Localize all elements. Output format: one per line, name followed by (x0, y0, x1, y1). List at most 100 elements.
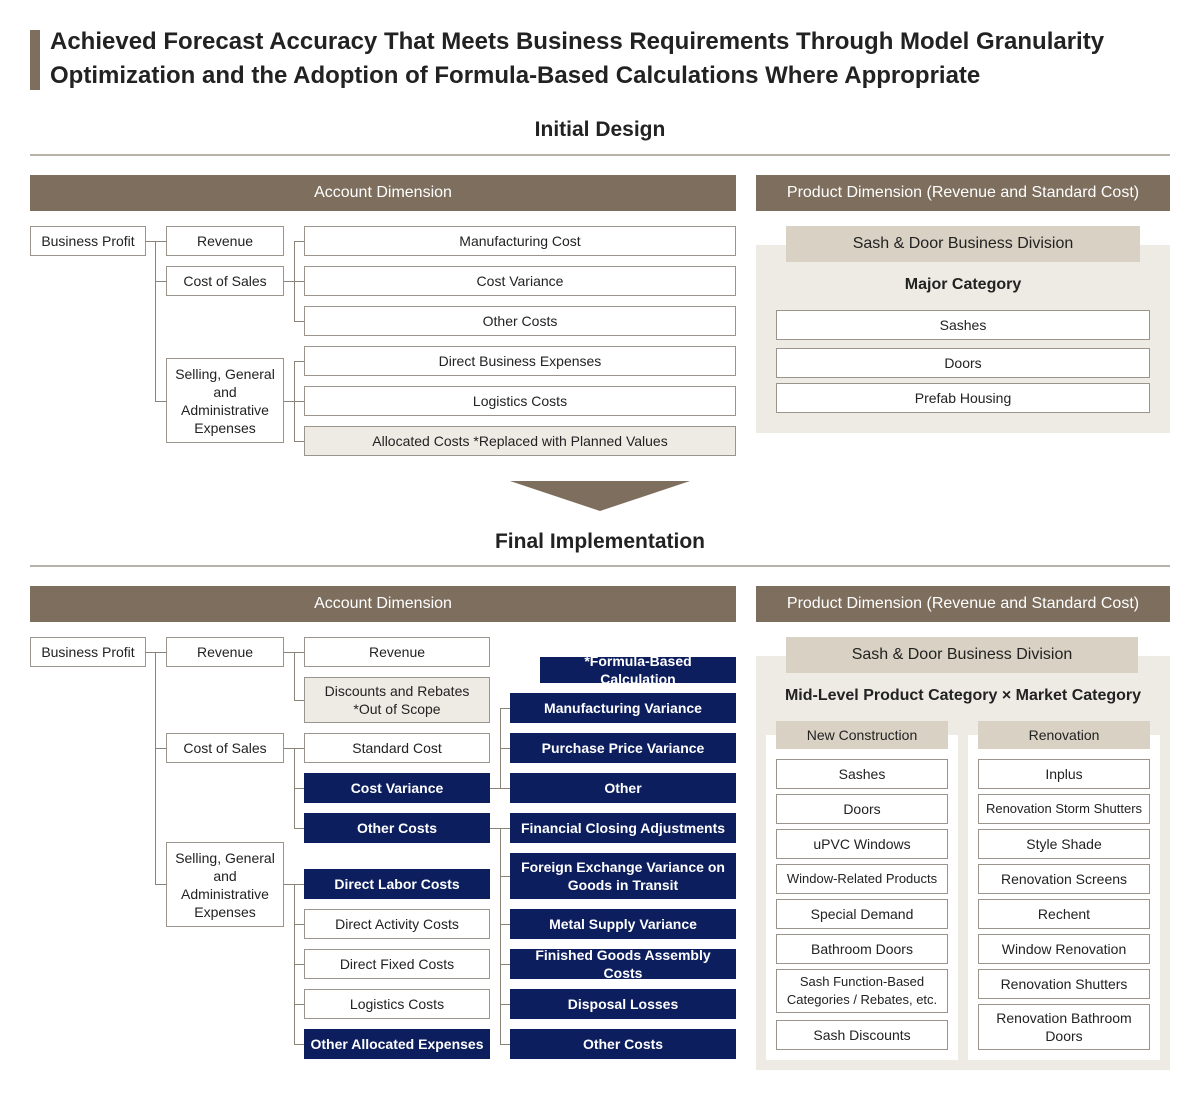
connector (500, 708, 510, 709)
new-construction-item: Doors (776, 794, 948, 824)
connector (500, 1044, 510, 1045)
connector (500, 748, 510, 749)
renovation-item: Rechent (978, 899, 1150, 929)
initial-account-dimension-header: Account Dimension (30, 175, 736, 211)
connector (294, 241, 304, 242)
new-construction-item: Sashes (776, 759, 948, 789)
connector (500, 876, 510, 877)
initial-direct-business-expenses: Direct Business Expenses (304, 346, 736, 376)
renovation-item: Renovation Storm Shutters (978, 794, 1150, 824)
formula-other-costs: Other Costs (510, 1029, 736, 1059)
connector (146, 652, 166, 653)
final-direct-activity-costs: Direct Activity Costs (304, 909, 490, 939)
disposal-losses: Disposal Losses (510, 989, 736, 1019)
initial-divider (30, 154, 1170, 156)
connector (294, 924, 304, 925)
final-other-costs: Other Costs (304, 813, 490, 843)
initial-category-prefab-housing: Prefab Housing (776, 383, 1150, 413)
initial-sga: Selling, General and Administrative Expe… (166, 358, 284, 443)
connector (500, 924, 510, 925)
new-construction-item: Special Demand (776, 899, 948, 929)
initial-category-sashes: Sashes (776, 310, 1150, 340)
initial-design-title: Initial Design (534, 118, 666, 141)
final-discounts-rebates: Discounts and Rebates *Out of Scope (304, 677, 490, 723)
final-product-dimension-header: Product Dimension (Revenue and Standard … (756, 586, 1170, 622)
connector (294, 241, 295, 321)
cost-variance-other: Other (510, 773, 736, 803)
connector (155, 748, 166, 749)
connector (294, 321, 304, 322)
finished-goods-assembly-costs: Finished Goods Assembly Costs (510, 947, 736, 981)
final-divider (30, 565, 1170, 567)
initial-other-costs: Other Costs (304, 306, 736, 336)
connector (294, 652, 295, 700)
initial-category-doors: Doors (776, 348, 1150, 378)
connector (294, 361, 295, 441)
final-sga: Selling, General and Administrative Expe… (166, 842, 284, 927)
connector (294, 828, 304, 829)
initial-logistics-costs: Logistics Costs (304, 386, 736, 416)
final-cost-of-sales: Cost of Sales (166, 733, 284, 763)
connector (294, 700, 304, 701)
renovation-item: Renovation Screens (978, 864, 1150, 894)
connector (155, 401, 166, 402)
final-logistics-costs: Logistics Costs (304, 989, 490, 1019)
new-construction-tab: New Construction (776, 721, 948, 749)
connector (500, 1004, 510, 1005)
final-division-tab: Sash & Door Business Division (786, 637, 1138, 673)
renovation-item: Inplus (978, 759, 1150, 789)
renovation-item: Renovation Shutters (978, 969, 1150, 999)
renovation-item: Style Shade (978, 829, 1150, 859)
foreign-exchange-variance: Foreign Exchange Variance on Goods in Tr… (510, 853, 736, 899)
initial-cost-of-sales: Cost of Sales (166, 266, 284, 296)
final-implementation-title: Final Implementation (494, 530, 706, 553)
initial-business-profit: Business Profit (30, 226, 146, 256)
connector (146, 241, 166, 242)
page-title-line-1: Achieved Forecast Accuracy That Meets Bu… (50, 28, 1105, 55)
new-construction-item: Bathroom Doors (776, 934, 948, 964)
connector (294, 441, 304, 442)
new-construction-item: Window-Related Products (776, 864, 948, 894)
final-direct-fixed-costs: Direct Fixed Costs (304, 949, 490, 979)
connector (155, 652, 156, 884)
renovation-item: Renovation Bathroom Doors (978, 1004, 1150, 1050)
final-account-dimension-header: Account Dimension (30, 586, 736, 622)
connector (294, 1044, 304, 1045)
page-title-line-2: Optimization and the Adoption of Formula… (50, 62, 981, 89)
title-accent-bar (30, 30, 40, 90)
connector (294, 361, 304, 362)
financial-closing-adjustments: Financial Closing Adjustments (510, 813, 736, 843)
renovation-tab: Renovation (978, 721, 1150, 749)
mid-level-category-label: Mid-Level Product Category × Market Cate… (784, 687, 1142, 704)
connector (294, 964, 304, 965)
initial-manufacturing-cost: Manufacturing Cost (304, 226, 736, 256)
connector (155, 884, 166, 885)
final-standard-cost: Standard Cost (304, 733, 490, 763)
purchase-price-variance: Purchase Price Variance (510, 733, 736, 763)
initial-major-category-label: Major Category (904, 276, 1022, 293)
initial-product-dimension-header: Product Dimension (Revenue and Standard … (756, 175, 1170, 211)
final-business-profit: Business Profit (30, 637, 146, 667)
final-other-allocated-expenses: Other Allocated Expenses (304, 1029, 490, 1059)
renovation-item: Window Renovation (978, 934, 1150, 964)
new-construction-item: Sash Function-Based Categories / Rebates… (776, 969, 948, 1013)
connector (294, 788, 304, 789)
final-revenue-detail: Revenue (304, 637, 490, 667)
final-direct-labor-costs: Direct Labor Costs (304, 869, 490, 899)
final-cost-variance: Cost Variance (304, 773, 490, 803)
connector (490, 788, 510, 789)
connector (155, 281, 166, 282)
initial-cost-variance: Cost Variance (304, 266, 736, 296)
connector (500, 964, 510, 965)
connector (155, 241, 156, 401)
final-revenue: Revenue (166, 637, 284, 667)
formula-based-calculation-label: *Formula-Based Calculation (540, 653, 736, 687)
manufacturing-variance: Manufacturing Variance (510, 693, 736, 723)
metal-supply-variance: Metal Supply Variance (510, 909, 736, 939)
initial-revenue: Revenue (166, 226, 284, 256)
new-construction-item: uPVC Windows (776, 829, 948, 859)
initial-division-tab: Sash & Door Business Division (786, 226, 1140, 262)
initial-allocated-costs: Allocated Costs *Replaced with Planned V… (304, 426, 736, 456)
new-construction-item: Sash Discounts (776, 1020, 948, 1050)
down-arrow-icon (510, 481, 690, 511)
